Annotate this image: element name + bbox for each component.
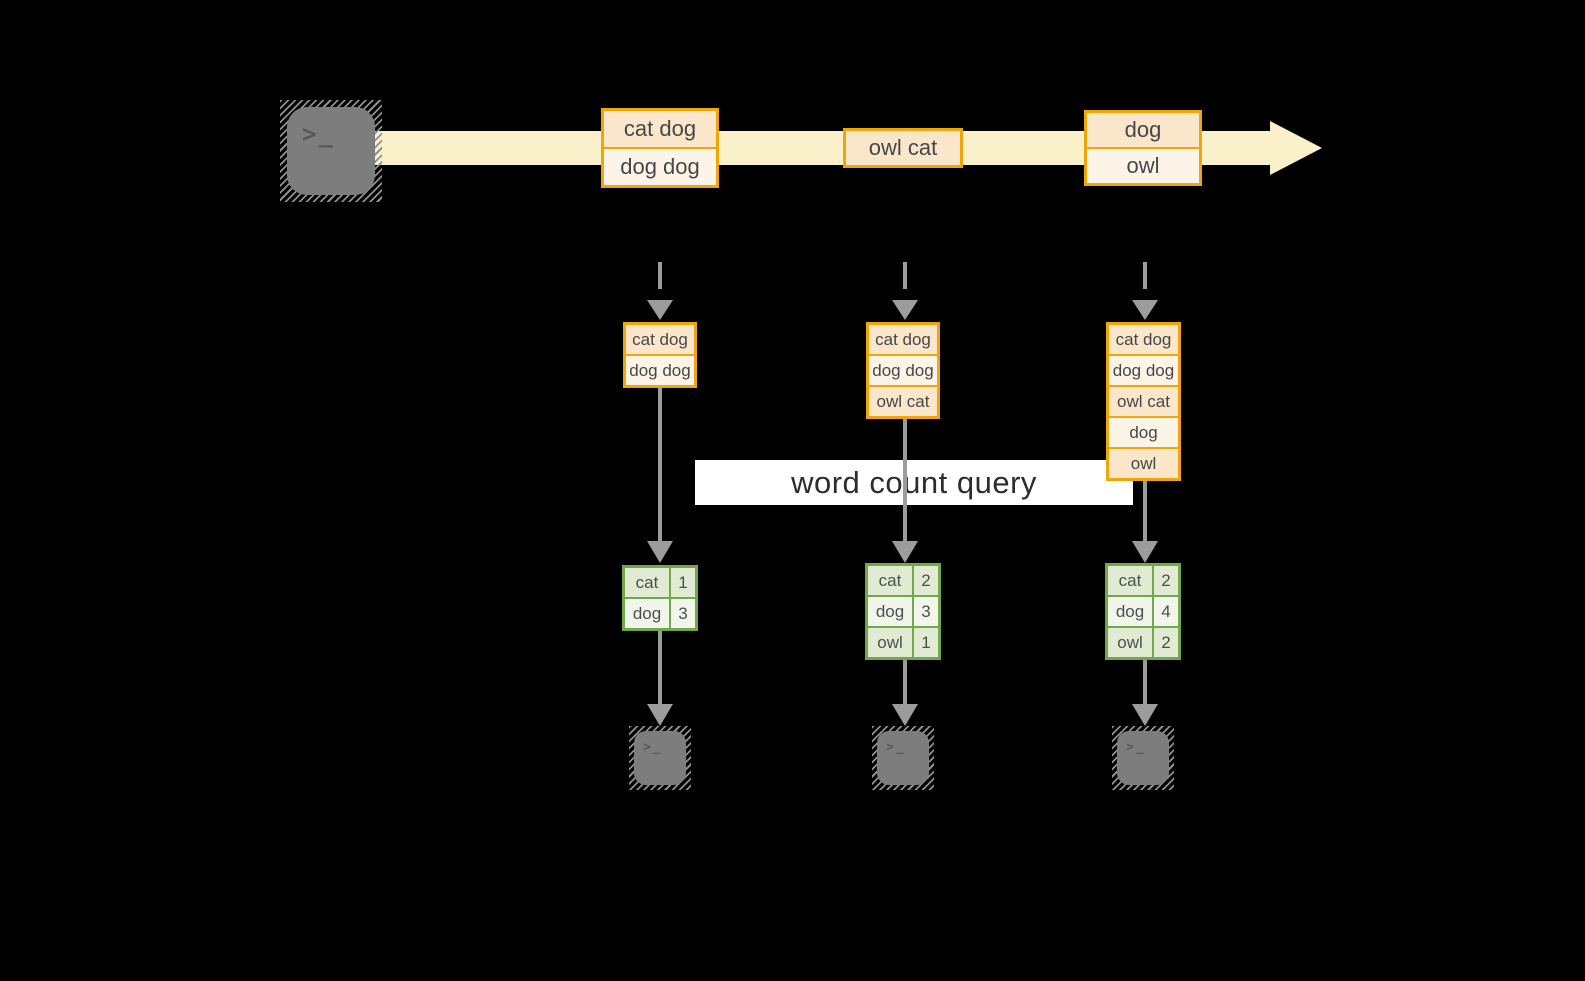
arrow-line xyxy=(658,631,662,704)
window-buffer-3: cat dog dog dog owl cat dog owl xyxy=(1106,322,1181,481)
arrow-line xyxy=(903,660,907,704)
terminal-prompt-icon: >_ xyxy=(1126,740,1146,755)
terminal-prompt-icon: >_ xyxy=(886,740,906,755)
result-row: owl 1 xyxy=(868,626,938,657)
arrowhead-icon xyxy=(1132,300,1158,320)
arrowhead-icon xyxy=(892,541,918,563)
result-table-3: cat 2 dog 4 owl 2 xyxy=(1105,563,1181,660)
dash-segment xyxy=(658,262,662,289)
query-arrow-2 xyxy=(892,419,918,563)
buffer-row: cat dog xyxy=(626,325,694,354)
stream-batch-2: owl cat xyxy=(843,128,963,168)
arrowhead-icon xyxy=(1132,541,1158,563)
buffer-row: owl xyxy=(1109,447,1178,478)
buffer-row: owl cat xyxy=(1109,385,1178,416)
result-row: dog 3 xyxy=(868,595,938,626)
output-terminal-icon-2: >_ xyxy=(872,726,934,790)
arrowhead-icon xyxy=(647,704,673,726)
query-label: word count query xyxy=(695,460,1133,505)
query-arrow-1 xyxy=(647,388,673,563)
result-table-2: cat 2 dog 3 owl 1 xyxy=(865,563,941,660)
result-row: cat 2 xyxy=(1108,566,1178,595)
result-count: 1 xyxy=(914,628,938,657)
stream-record: dog xyxy=(1087,113,1199,147)
stream-batch-1: cat dog dog dog xyxy=(601,108,719,188)
terminal-body: >_ xyxy=(634,731,686,785)
window-buffer-1: cat dog dog dog xyxy=(623,322,697,388)
query-arrow-3 xyxy=(1132,481,1158,563)
result-row: dog 3 xyxy=(625,597,695,628)
arrowhead-icon xyxy=(892,300,918,320)
arrowhead-icon xyxy=(647,541,673,563)
buffer-row: owl cat xyxy=(869,385,937,416)
result-count: 2 xyxy=(1154,566,1178,595)
stream-record: owl cat xyxy=(846,131,960,165)
ingest-arrow-2 xyxy=(892,262,918,320)
result-word: dog xyxy=(625,599,671,628)
stream-batch-3: dog owl xyxy=(1084,110,1202,186)
terminal-prompt-icon: >_ xyxy=(302,120,335,148)
arrow-line xyxy=(903,419,907,541)
arrow-line xyxy=(1143,481,1147,541)
result-count: 4 xyxy=(1154,597,1178,626)
result-count: 3 xyxy=(914,597,938,626)
result-row: owl 2 xyxy=(1108,626,1178,657)
result-row: dog 4 xyxy=(1108,595,1178,626)
buffer-row: dog xyxy=(1109,416,1178,447)
output-terminal-icon-3: >_ xyxy=(1112,726,1174,790)
output-arrow-2 xyxy=(892,660,918,726)
buffer-row: cat dog xyxy=(1109,325,1178,354)
result-count: 2 xyxy=(914,566,938,595)
result-row: cat 2 xyxy=(868,566,938,595)
output-arrow-3 xyxy=(1132,660,1158,726)
output-arrow-1 xyxy=(647,631,673,726)
buffer-row: cat dog xyxy=(869,325,937,354)
result-word: cat xyxy=(1108,566,1154,595)
terminal-body: >_ xyxy=(1117,731,1169,785)
result-word: cat xyxy=(625,568,671,597)
arrow-line xyxy=(1143,660,1147,704)
result-word: dog xyxy=(1108,597,1154,626)
stream-record: owl xyxy=(1087,147,1199,183)
terminal-body: >_ xyxy=(287,107,375,195)
terminal-prompt-icon: >_ xyxy=(643,740,663,755)
result-table-1: cat 1 dog 3 xyxy=(622,565,698,631)
buffer-row: dog dog xyxy=(1109,354,1178,385)
ingest-arrow-1 xyxy=(647,262,673,320)
ingest-arrow-3 xyxy=(1132,262,1158,320)
arrow-line xyxy=(658,388,662,541)
result-count: 1 xyxy=(671,568,695,597)
arrowhead-icon xyxy=(1132,704,1158,726)
result-word: dog xyxy=(868,597,914,626)
terminal-body: >_ xyxy=(877,731,929,785)
stream-arrowhead-icon xyxy=(1270,121,1322,175)
stream-record: dog dog xyxy=(604,147,716,185)
result-count: 3 xyxy=(671,599,695,628)
dash-segment xyxy=(903,262,907,289)
dash-segment xyxy=(1143,262,1147,289)
buffer-row: dog dog xyxy=(869,354,937,385)
result-row: cat 1 xyxy=(625,568,695,597)
stream-record: cat dog xyxy=(604,111,716,147)
result-count: 2 xyxy=(1154,628,1178,657)
buffer-row: dog dog xyxy=(626,354,694,385)
output-terminal-icon-1: >_ xyxy=(629,726,691,790)
result-word: cat xyxy=(868,566,914,595)
result-word: owl xyxy=(868,628,914,657)
window-buffer-2: cat dog dog dog owl cat xyxy=(866,322,940,419)
arrowhead-icon xyxy=(647,300,673,320)
result-word: owl xyxy=(1108,628,1154,657)
source-terminal-icon: >_ xyxy=(280,100,382,202)
arrowhead-icon xyxy=(892,704,918,726)
